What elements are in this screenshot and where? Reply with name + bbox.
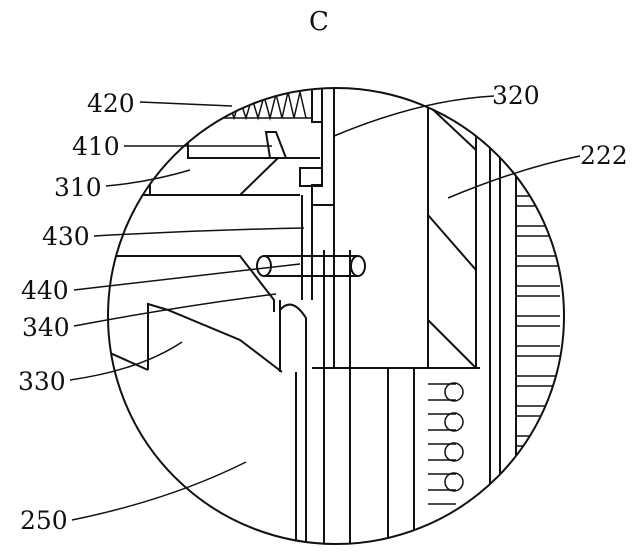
member-340-hook (279, 303, 307, 544)
block-222 (333, 88, 429, 369)
callout-410: 410 (72, 132, 120, 161)
leader-222 (447, 155, 581, 199)
leader-250 (71, 461, 247, 521)
block-diag-3 (427, 319, 477, 369)
callout-labels: 420 410 310 430 440 340 330 250 320 222 (18, 81, 628, 535)
callout-330: 330 (18, 367, 66, 396)
callout-222: 222 (580, 141, 628, 170)
wedge-330 (147, 302, 283, 373)
block-diag-2 (427, 214, 477, 271)
callout-430: 430 (42, 222, 90, 251)
leader-420 (139, 101, 233, 107)
pin-440-cap (350, 255, 366, 277)
leader-320 (333, 95, 495, 137)
leader-310 (105, 169, 191, 187)
member-340-top (108, 255, 275, 312)
callout-420: 420 (87, 89, 135, 118)
latch-plate-410 (187, 120, 320, 159)
leader-330 (69, 341, 183, 381)
leader-430 (93, 227, 305, 237)
callout-310: 310 (54, 173, 102, 202)
fin-array (516, 195, 560, 447)
latch-tooth (264, 131, 288, 159)
coil-spring (428, 382, 464, 505)
detail-circle (107, 87, 565, 545)
pin-440-end (256, 255, 272, 277)
callout-320: 320 (492, 81, 540, 110)
leader-440 (73, 263, 301, 291)
leader-lines (69, 95, 581, 521)
callout-340: 340 (22, 313, 70, 342)
view-label: C (309, 7, 329, 37)
wedge-330-base (108, 351, 149, 371)
leader-340 (73, 293, 277, 327)
body-310-slope (239, 157, 279, 196)
block-diag-1 (427, 104, 477, 151)
callout-440: 440 (21, 276, 69, 305)
callout-250: 250 (20, 506, 68, 535)
plate-notch (299, 167, 323, 187)
